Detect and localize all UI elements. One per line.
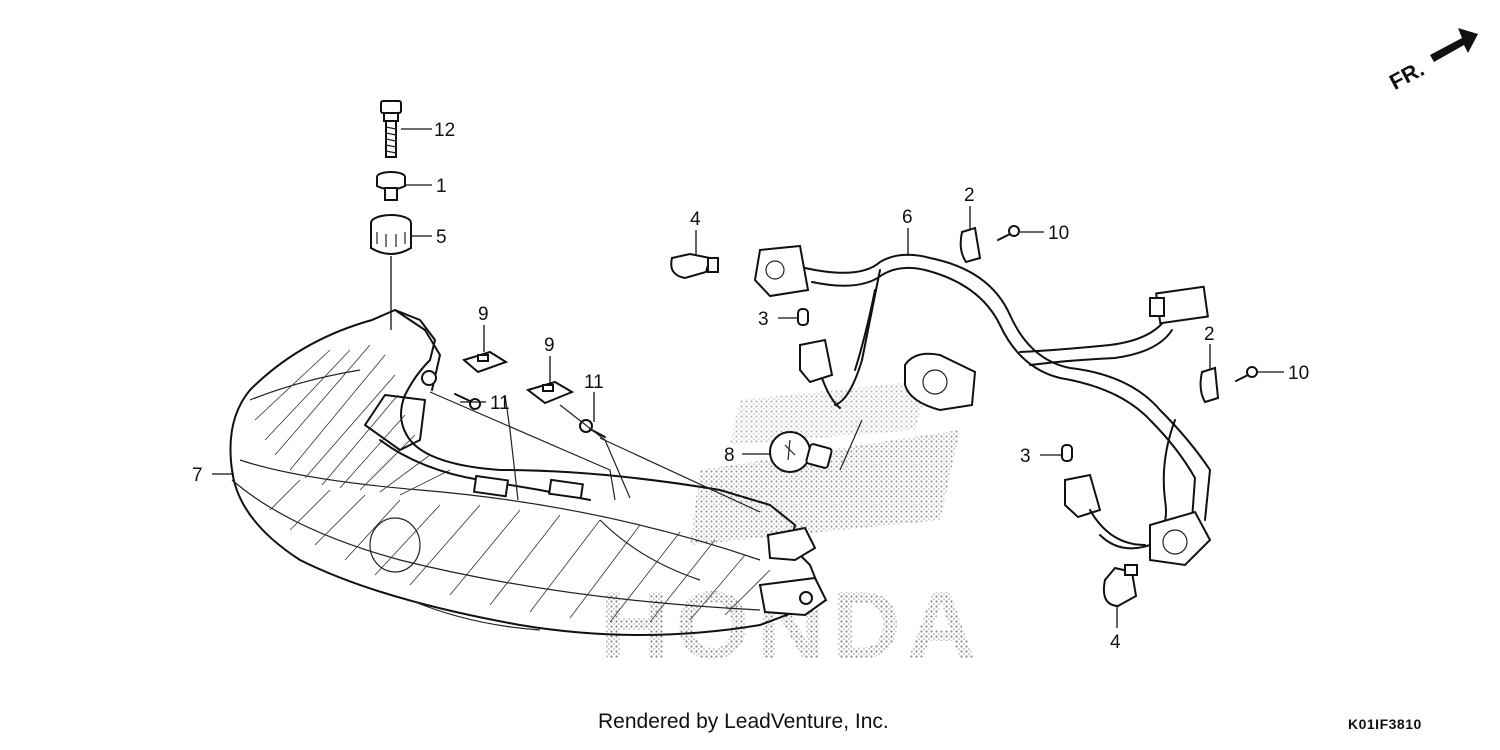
bulb-part-4-lower <box>1102 564 1138 608</box>
bolt-part-12 <box>380 100 402 158</box>
callout-10-upper: 10 <box>1048 223 1069 244</box>
render-credit: Rendered by LeadVenture, Inc. <box>598 710 889 733</box>
bulb-part-4-upper <box>670 252 719 280</box>
callout-11-right: 11 <box>584 372 604 393</box>
callout-12: 12 <box>434 120 455 141</box>
callout-8: 8 <box>724 445 735 466</box>
wedge-bulb-part-3-lower <box>1061 444 1073 462</box>
callout-3-lower: 3 <box>1020 446 1031 467</box>
clamp-part-2-lower <box>1199 366 1220 404</box>
clip-part-9-left <box>461 350 509 374</box>
callout-4-upper: 4 <box>690 209 701 230</box>
callout-9-left: 9 <box>478 304 489 325</box>
callout-labels: 12 1 5 7 9 9 11 11 4 6 2 10 3 8 2 10 3 4 <box>192 120 1309 653</box>
callout-7: 7 <box>192 465 203 486</box>
callout-2-upper: 2 <box>964 185 975 206</box>
screw-part-11-left <box>454 393 481 410</box>
direction-label: FR. <box>1385 56 1428 95</box>
callout-leaders <box>212 128 1284 628</box>
callout-2-lower: 2 <box>1204 324 1215 345</box>
callout-5: 5 <box>436 227 447 248</box>
screw-part-11-right <box>579 419 606 438</box>
assembly-guide-lines <box>429 391 761 513</box>
screw-part-10-upper <box>997 225 1020 241</box>
callout-1: 1 <box>436 176 447 197</box>
callout-10-lower: 10 <box>1288 363 1309 384</box>
callout-6: 6 <box>902 207 913 228</box>
callout-3-upper: 3 <box>758 309 769 330</box>
wire-harness-part-6 <box>753 244 1212 567</box>
clip-part-9-right <box>525 380 575 405</box>
clamp-part-2-upper <box>959 226 982 264</box>
callout-9-right: 9 <box>544 335 555 356</box>
callout-4-lower: 4 <box>1110 632 1121 653</box>
bulb-part-8 <box>769 419 863 473</box>
callout-11-left: 11 <box>490 393 510 414</box>
diagram-code: K01IF3810 <box>1348 716 1422 732</box>
wedge-bulb-part-3-upper <box>797 308 809 326</box>
collar-part-1 <box>376 171 406 201</box>
taillight-assembly-part-7 <box>229 309 828 636</box>
screw-part-10-lower <box>1235 366 1258 382</box>
front-direction-arrow: FR. <box>1385 28 1478 95</box>
grommet-part-5 <box>370 214 412 330</box>
